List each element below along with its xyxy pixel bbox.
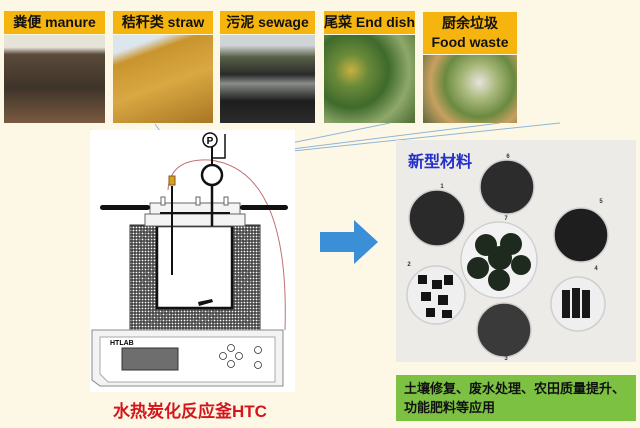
- stir-bar: [198, 299, 213, 306]
- reactor-drawing: P HTLAB: [91, 132, 288, 387]
- sample-7-spheres: [467, 233, 531, 291]
- sample-number: 3: [504, 356, 508, 362]
- htc-reactor-diagram: P HTLAB: [90, 130, 295, 392]
- sewage-photo: [220, 35, 315, 123]
- display-screen: [121, 347, 179, 371]
- svg-text:P: P: [207, 136, 214, 147]
- sample-number: 1: [440, 184, 444, 190]
- sample-number: 2: [407, 262, 411, 268]
- source-label-straw: 秸秆类 straw: [113, 11, 213, 34]
- reactor-title: 水热炭化反应釜HTC: [113, 402, 267, 421]
- materials-title: 新型材料: [408, 154, 473, 171]
- manure-photo: [4, 35, 105, 123]
- control-buttons[interactable]: [219, 344, 262, 369]
- end-dish-photo: [324, 35, 415, 123]
- sample-2-cubes: [418, 275, 453, 318]
- sample-number: 5: [599, 199, 603, 205]
- brand-label: HTLAB: [110, 340, 134, 347]
- sample-number: 6: [506, 154, 510, 160]
- sample-4-sticks: [562, 288, 590, 318]
- source-label-food-waste: 厨余垃圾 Food waste: [423, 12, 517, 54]
- sample-number: 4: [594, 266, 598, 272]
- sample-number: 7: [504, 216, 508, 222]
- source-label-end-dish: 尾菜 End dish: [324, 11, 415, 34]
- source-label-sewage: 污泥 sewage: [220, 11, 315, 34]
- materials-photo: 新型材料 1 2 3 4 5 6 7: [396, 140, 636, 362]
- straw-photo: [113, 35, 213, 123]
- valve-icon: [200, 163, 224, 187]
- thermocouple-wire: [167, 159, 286, 331]
- process-arrow-icon: [320, 220, 378, 264]
- source-label-manure: 粪便 manure: [4, 11, 105, 34]
- pressure-gauge-icon: [202, 132, 218, 148]
- food-waste-photo: [423, 55, 517, 123]
- applications-box: 土壤修复、废水处理、农田质量提升、功能肥料等应用: [396, 375, 636, 421]
